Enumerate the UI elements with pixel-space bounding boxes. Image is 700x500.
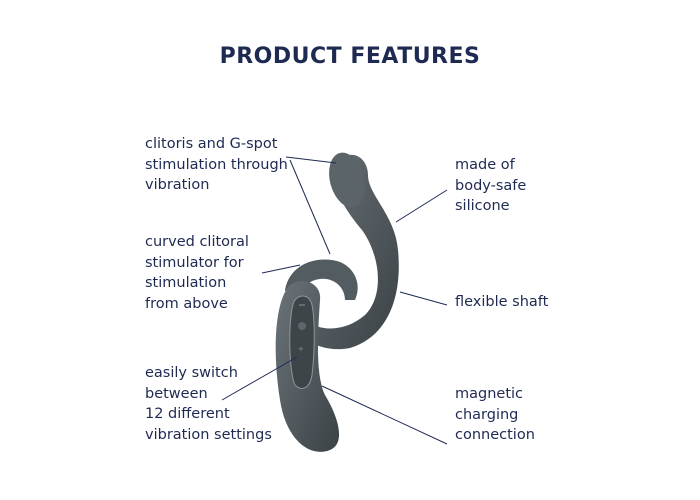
feature-line: stimulation through	[145, 156, 288, 173]
g-spot-head	[329, 152, 365, 208]
feature-line: stimulation	[145, 275, 227, 291]
feature-body-safe-silicone: made of body-safe silicone	[455, 155, 526, 217]
feature-line: curved clitoral	[145, 234, 249, 250]
feature-flexible-shaft: flexible shaft	[455, 292, 548, 313]
control-panel	[289, 295, 315, 389]
feature-clitoris-gspot-stimulation: clitoris and G-spot stimulation through …	[145, 134, 288, 196]
feature-line: charging	[455, 406, 519, 423]
feature-line: from above	[145, 295, 228, 312]
clitoral-stimulator	[285, 259, 358, 315]
feature-line: clitoris and G-spot	[145, 136, 278, 152]
feature-line: easily switch	[145, 365, 238, 381]
feature-line: between	[145, 385, 208, 402]
flexible-shaft	[300, 154, 399, 350]
feature-line: vibration settings	[145, 426, 272, 443]
feature-line: made of	[455, 157, 515, 173]
mode-button	[298, 322, 306, 330]
leader-lines	[221, 156, 448, 445]
feature-vibration-settings: easily switch between 12 different vibra…	[145, 363, 272, 445]
feature-line: magnetic	[455, 386, 524, 402]
feature-magnetic-charging: magnetic charging connection	[455, 384, 535, 446]
feature-line: 12 different	[145, 406, 230, 422]
feature-curved-clitoral-stimulator: curved clitoral stimulator for stimulati…	[145, 232, 249, 314]
feature-line: stimulator for	[145, 254, 244, 271]
feature-line: body-safe	[455, 177, 527, 194]
feature-line: flexible shaft	[455, 294, 549, 310]
feature-line: connection	[455, 427, 535, 443]
page-title: PRODUCT FEATURES	[219, 44, 481, 69]
plus-button: +	[298, 345, 304, 353]
feature-line: silicone	[455, 198, 510, 214]
feature-line: vibration	[145, 177, 210, 193]
